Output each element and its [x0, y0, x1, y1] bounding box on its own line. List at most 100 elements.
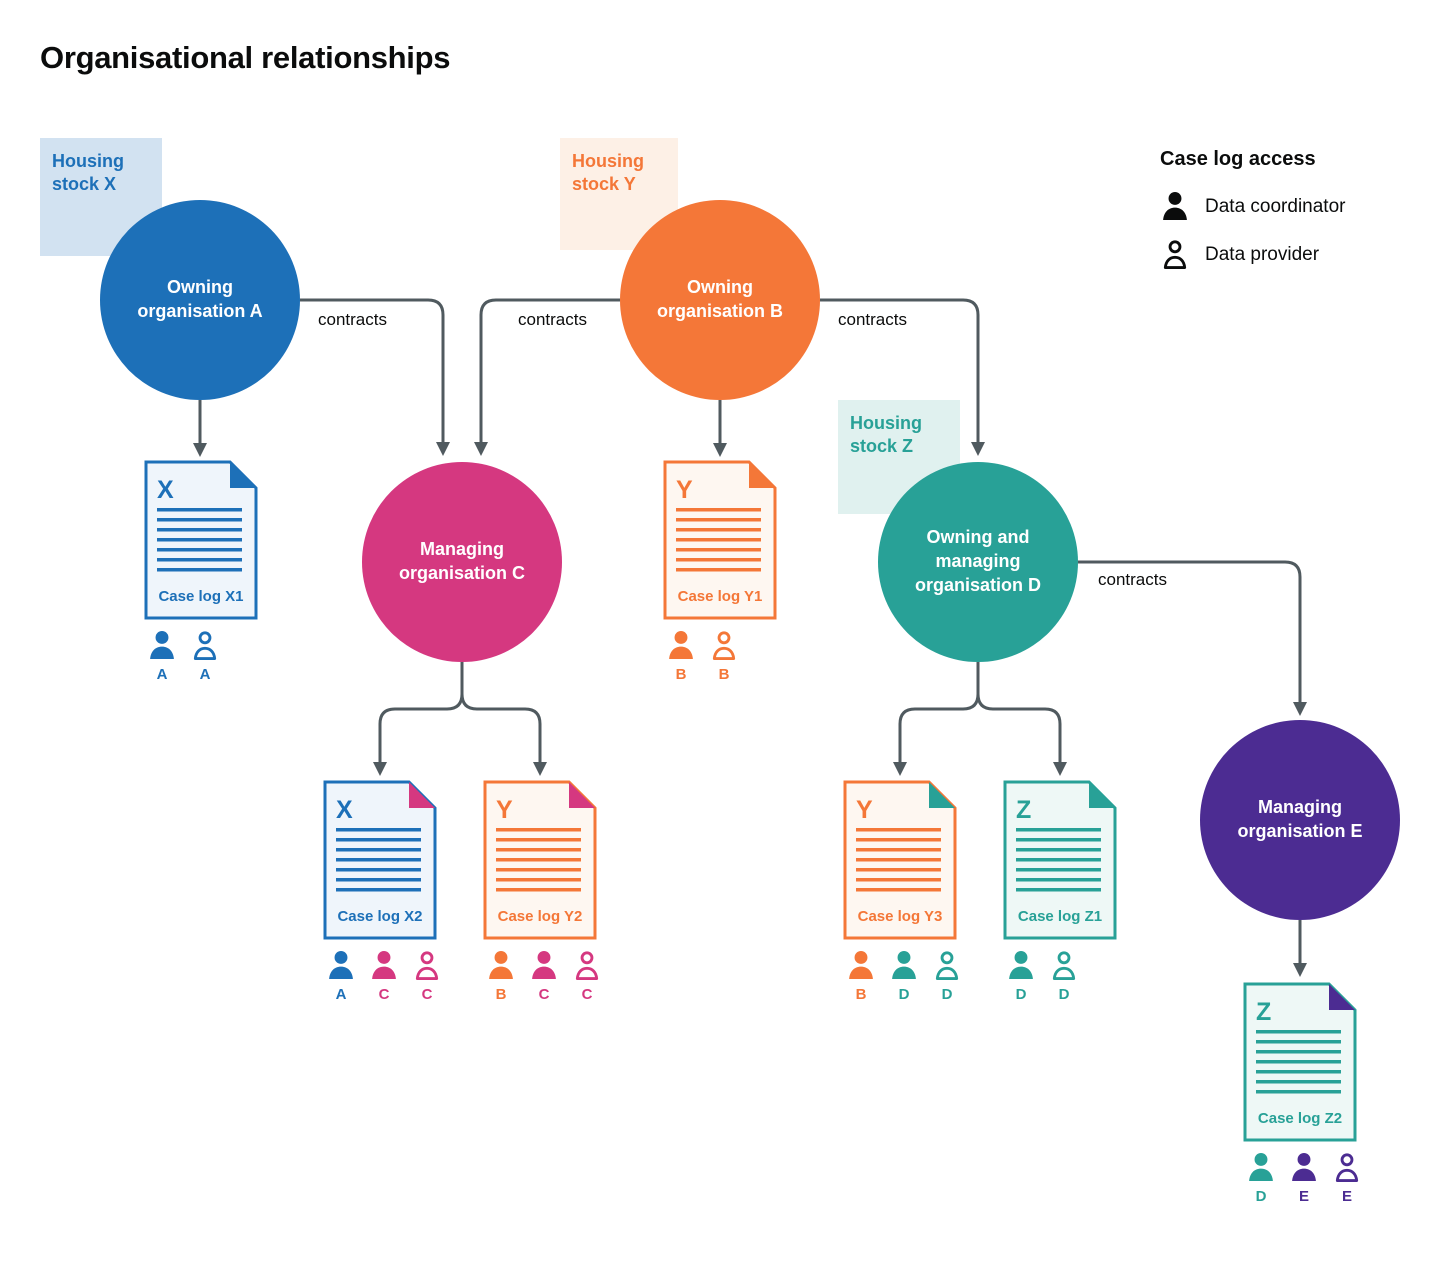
page-title: Organisational relationships	[40, 40, 451, 75]
caselog-x1-access-row: A A	[147, 630, 220, 683]
access-person-coordinator: D	[1246, 1152, 1276, 1205]
legend-item-label: Data coordinator	[1205, 195, 1346, 217]
access-person-provider: D	[932, 950, 962, 1003]
data-coordinator-icon	[1249, 1152, 1273, 1182]
data-coordinator-icon	[849, 950, 873, 980]
access-org-letter: C	[581, 986, 593, 1003]
access-org-letter: B	[675, 666, 687, 683]
caselog-label: Case log Z2	[1258, 1110, 1342, 1127]
stock-letter: X	[336, 796, 353, 824]
document-fold-corner	[1089, 782, 1115, 808]
document-fold-corner	[230, 462, 256, 488]
caselog-doc-y1: Y Case log Y1	[663, 460, 777, 620]
access-person-coordinator: D	[1006, 950, 1036, 1003]
data-coordinator-icon	[150, 630, 174, 660]
access-org-letter: D	[1255, 1188, 1267, 1205]
access-org-letter: E	[1298, 1188, 1309, 1205]
access-org-letter: B	[718, 666, 730, 683]
access-person-provider: E	[1332, 1152, 1362, 1205]
legend-item-data-coordinator: Data coordinator	[1160, 191, 1345, 222]
caselog-doc-x2: X Case log X2	[323, 780, 437, 940]
caselog-label: Case log Y3	[858, 908, 943, 925]
org-circle-a: Owning organisation A	[100, 200, 300, 400]
caselog-doc-x1: X Case log X1	[144, 460, 258, 620]
data-provider-icon	[415, 951, 439, 980]
org-c-label: Managing organisation C	[398, 539, 525, 583]
org-circle-d: Owning and managing organisation D	[878, 462, 1078, 662]
access-org-letter: D	[941, 986, 953, 1003]
arrow-d-to-caselog-y3	[893, 662, 980, 776]
org-a-label: Owning organisation A	[137, 277, 263, 321]
access-person-provider: B	[709, 630, 739, 683]
contracts-label-b-d: contracts	[838, 310, 907, 329]
stock-letter: X	[157, 476, 174, 504]
access-org-letter: D	[1015, 986, 1027, 1003]
caselog-doc-z2: Z Case log Z2	[1243, 982, 1357, 1142]
arrow-a-to-caselog-x1	[193, 400, 207, 457]
caselog-doc-z1: Z Case log Z1	[1003, 780, 1117, 940]
document-text-lines	[856, 828, 941, 892]
data-coordinator-icon	[892, 950, 916, 980]
access-person-coordinator: E	[1289, 1152, 1319, 1205]
document-fold-corner	[929, 782, 955, 808]
contracts-label-d-e: contracts	[1098, 570, 1167, 589]
legend-title: Case log access	[1160, 148, 1316, 170]
org-circle-e: Managing organisation E	[1200, 720, 1400, 920]
org-circle-c: Managing organisation C	[362, 462, 562, 662]
org-circle-b: Owning organisation B	[620, 200, 820, 400]
caselog-y3-access-row: B D D	[846, 950, 962, 1003]
caselog-label: Case log Y2	[498, 908, 583, 925]
document-fold-corner	[569, 782, 595, 808]
caselog-label: Case log Y1	[678, 588, 763, 605]
access-org-letter: D	[1058, 986, 1070, 1003]
caselog-doc-y2: Y Case log Y2	[483, 780, 597, 940]
legend-item-label: Data provider	[1205, 243, 1320, 265]
access-org-letter: B	[495, 986, 507, 1003]
caselog-z2-access-row: D E E	[1246, 1152, 1362, 1205]
document-text-lines	[336, 828, 421, 892]
arrow-d-to-caselog-z1	[976, 662, 1067, 776]
stock-letter: Y	[856, 796, 873, 824]
housing-stock-y-label: Housing stock Y	[572, 151, 644, 195]
access-person-coordinator: B	[486, 950, 516, 1003]
caselog-label: Case log X2	[337, 908, 422, 925]
housing-stock-x: Housing stock X	[40, 138, 162, 256]
data-provider-icon	[712, 631, 736, 660]
housing-stock-z-label: Housing stock Z	[850, 413, 922, 457]
stock-letter: Y	[676, 476, 693, 504]
access-org-letter: C	[378, 986, 390, 1003]
document-fold-corner	[409, 782, 435, 808]
arrow-c-to-caselog-x2	[373, 662, 464, 776]
stock-letter: Z	[1016, 796, 1031, 824]
data-provider-icon	[193, 631, 217, 660]
org-b-label: Owning organisation B	[656, 277, 783, 321]
access-org-letter: A	[199, 666, 211, 683]
data-coordinator-icon	[532, 950, 556, 980]
access-person-provider: A	[190, 630, 220, 683]
access-person-coordinator: D	[889, 950, 919, 1003]
access-person-provider: C	[572, 950, 602, 1003]
caselog-doc-y3: Y Case log Y3	[843, 780, 957, 940]
access-person-coordinator: A	[147, 630, 177, 683]
legend: Case log access Data coordinator Data pr…	[1160, 148, 1345, 287]
access-org-letter: C	[421, 986, 433, 1003]
caselog-z1-access-row: D D	[1006, 950, 1079, 1003]
access-org-letter: D	[898, 986, 910, 1003]
data-coordinator-icon	[1009, 950, 1033, 980]
document-text-lines	[1256, 1030, 1341, 1094]
legend-item-data-provider: Data provider	[1160, 239, 1345, 270]
org-e-label: Managing organisation E	[1237, 797, 1363, 841]
arrow-e-to-caselog-z2	[1293, 920, 1307, 977]
access-person-coordinator: B	[846, 950, 876, 1003]
data-coordinator-icon	[329, 950, 353, 980]
data-provider-icon	[935, 951, 959, 980]
access-person-coordinator: A	[326, 950, 356, 1003]
access-person-coordinator: C	[529, 950, 559, 1003]
contracts-label-a-c: contracts	[318, 310, 387, 329]
caselog-label: Case log X1	[158, 588, 243, 605]
contracts-label-b-c: contracts	[518, 310, 587, 329]
data-coordinator-icon	[1292, 1152, 1316, 1182]
document-text-lines	[676, 508, 761, 572]
document-text-lines	[157, 508, 242, 572]
